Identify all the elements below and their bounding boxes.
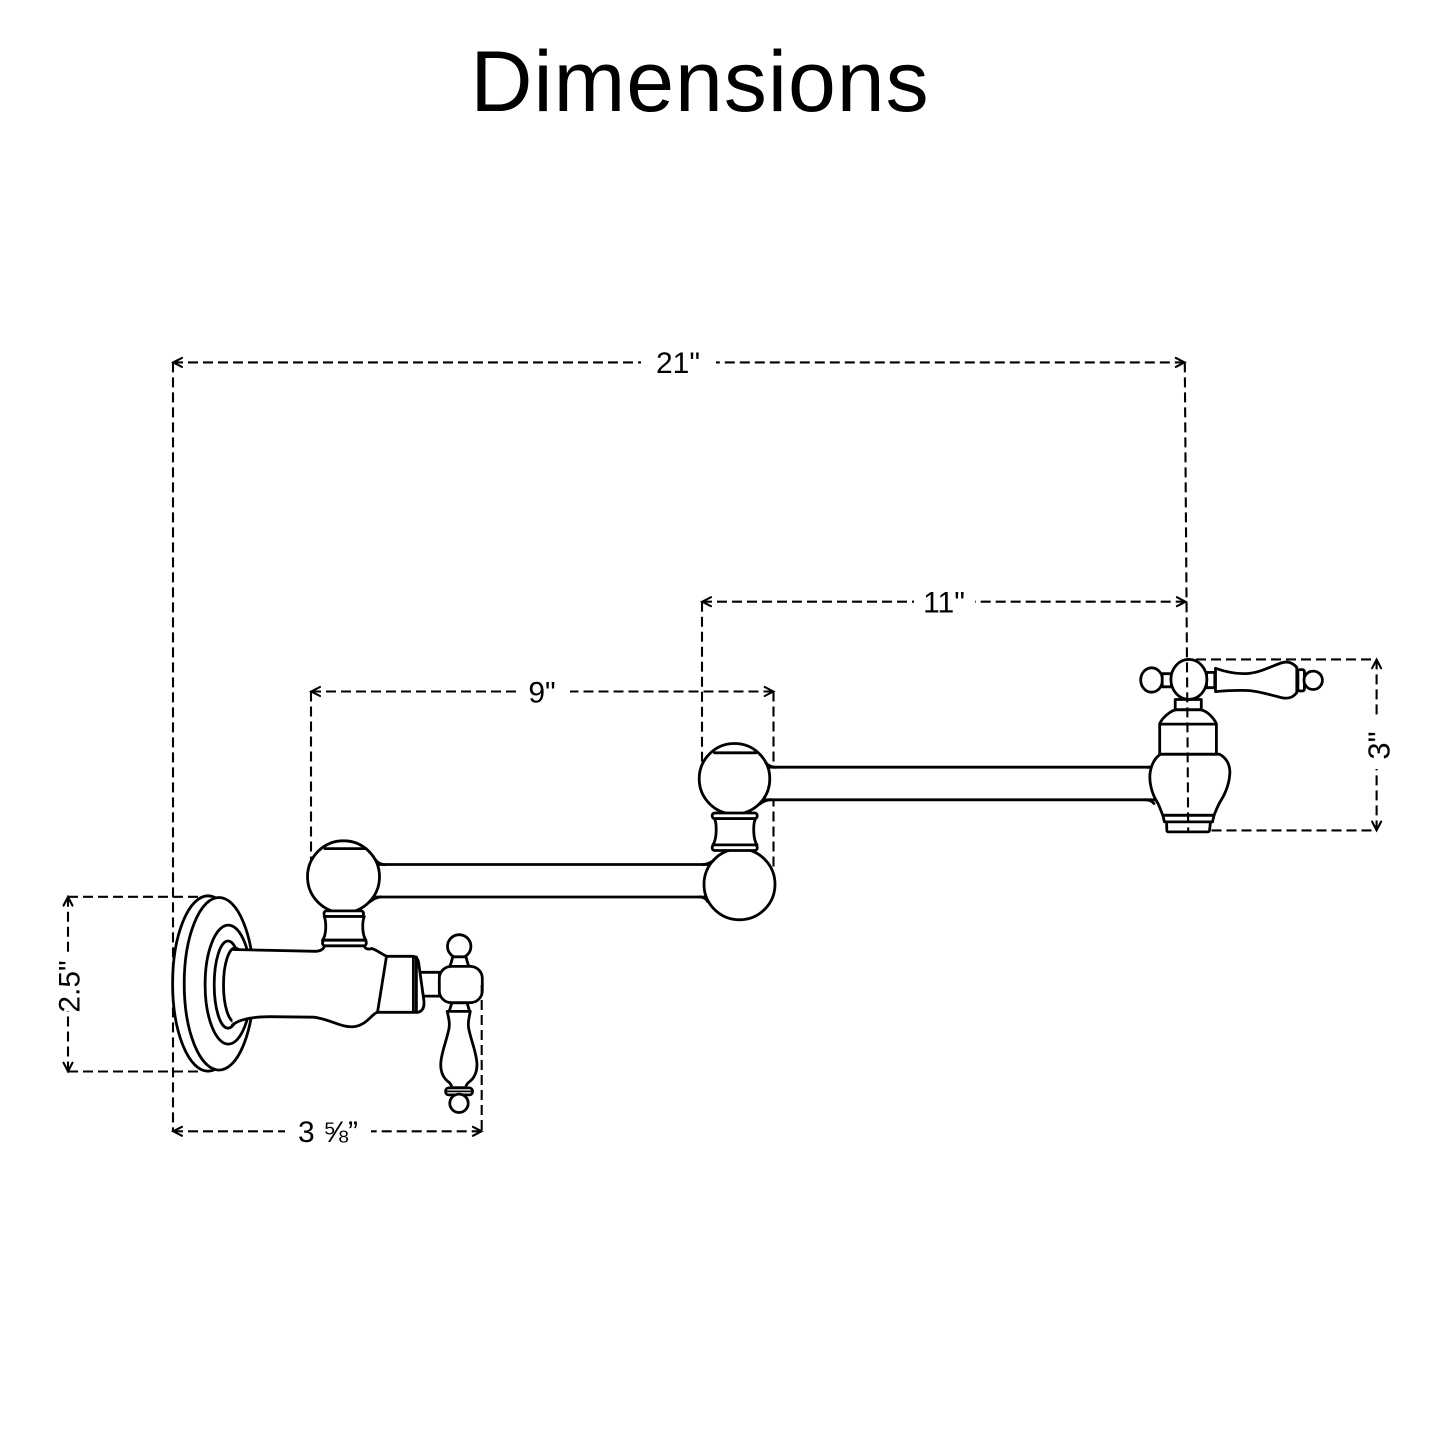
svg-text:11": 11" (923, 587, 965, 620)
svg-text:9": 9" (528, 677, 555, 710)
svg-text:3": 3" (1362, 731, 1397, 759)
svg-text:2.5": 2.5" (54, 960, 87, 1012)
svg-text:3 ⅝”: 3 ⅝” (298, 1116, 358, 1149)
svg-text:Dimensions: Dimensions (470, 34, 929, 130)
svg-text:21": 21" (656, 347, 700, 380)
